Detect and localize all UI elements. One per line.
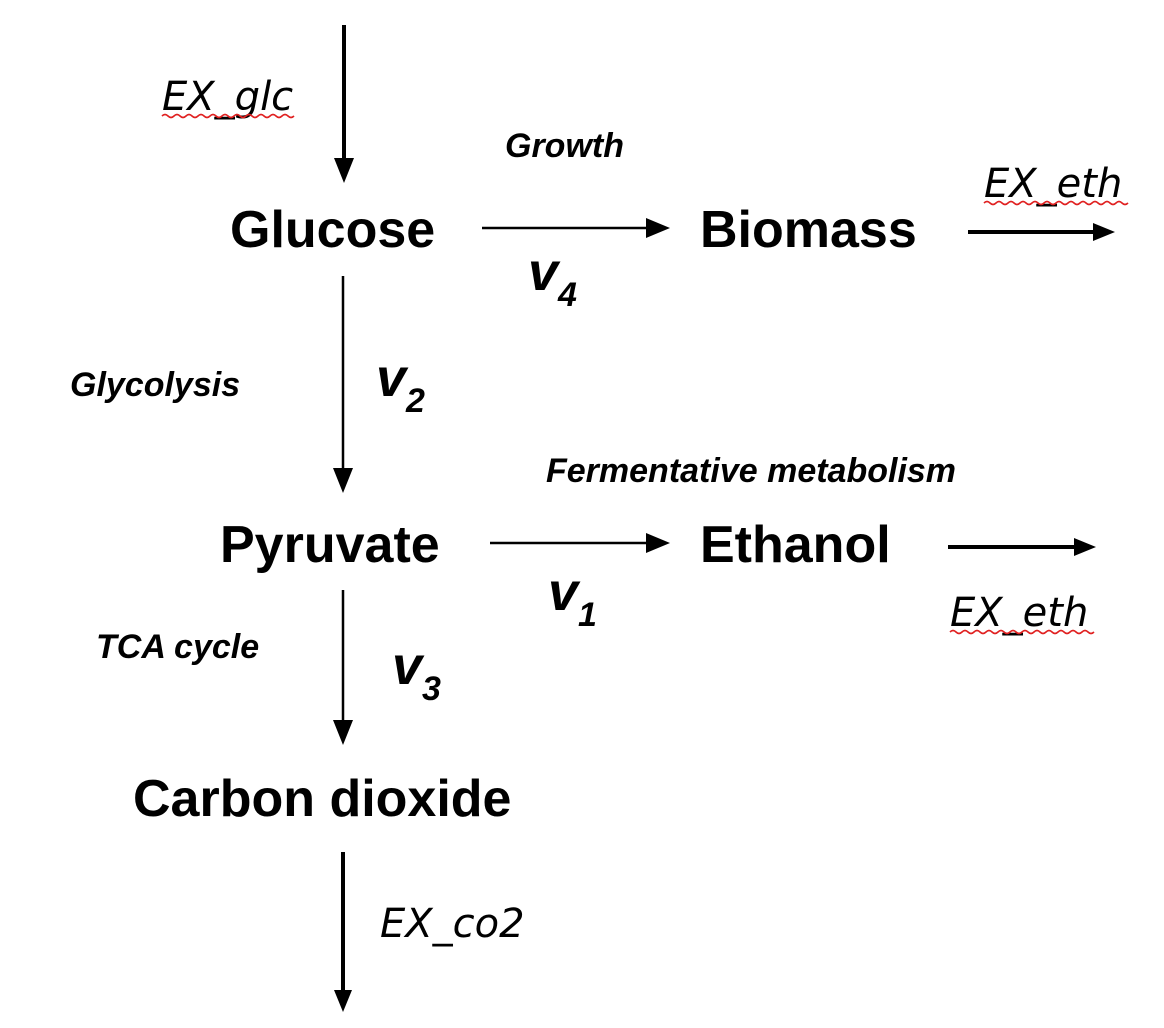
arrow-glucose-to-biomass (482, 218, 670, 238)
arrow-pyruvate-to-ethanol (490, 533, 670, 553)
process-glycolysis: Glycolysis (70, 366, 240, 404)
node-biomass: Biomass (700, 201, 917, 259)
flux-v1-sub: 1 (578, 596, 597, 634)
flux-v2: v2 (376, 348, 425, 420)
arrow-glucose-to-pyruvate (333, 276, 353, 493)
arrow-ex-biomass-out (968, 223, 1115, 241)
spellcheck-underline-eth-top (983, 200, 1129, 206)
exchange-ex-eth-ethanol: EX_eth (950, 590, 1088, 636)
node-carbon-dioxide: Carbon dioxide (133, 770, 511, 828)
flux-v3: v3 (392, 636, 441, 708)
process-growth: Growth (505, 127, 624, 165)
spellcheck-underline-eth-bottom (949, 629, 1095, 635)
exchange-ex-co2: EX_co2 (380, 901, 525, 947)
flux-v4: v4 (528, 242, 577, 314)
flux-v1: v1 (548, 562, 597, 634)
node-glucose: Glucose (230, 201, 435, 259)
arrow-pyruvate-to-co2 (333, 590, 353, 745)
flux-v2-letter: v (376, 348, 409, 408)
flux-v2-sub: 2 (405, 382, 425, 420)
spellcheck-underline-glc (161, 113, 295, 119)
flux-v4-letter: v (528, 242, 561, 302)
flux-v3-letter: v (392, 636, 425, 696)
node-pyruvate: Pyruvate (220, 516, 440, 574)
exchange-ex-eth-biomass: EX_eth (984, 161, 1122, 207)
arrow-ex-co2 (334, 852, 352, 1012)
flux-v1-letter: v (548, 562, 581, 622)
exchange-ex-glc: EX_glc (162, 74, 293, 120)
process-fermentative-metabolism: Fermentative metabolism (546, 452, 956, 490)
process-tca-cycle: TCA cycle (96, 628, 259, 666)
arrow-ex-ethanol-out (948, 538, 1096, 556)
arrow-ex-glc (334, 25, 354, 183)
node-ethanol: Ethanol (700, 516, 891, 574)
flux-v4-sub: 4 (557, 276, 577, 314)
flux-v3-sub: 3 (422, 670, 441, 708)
